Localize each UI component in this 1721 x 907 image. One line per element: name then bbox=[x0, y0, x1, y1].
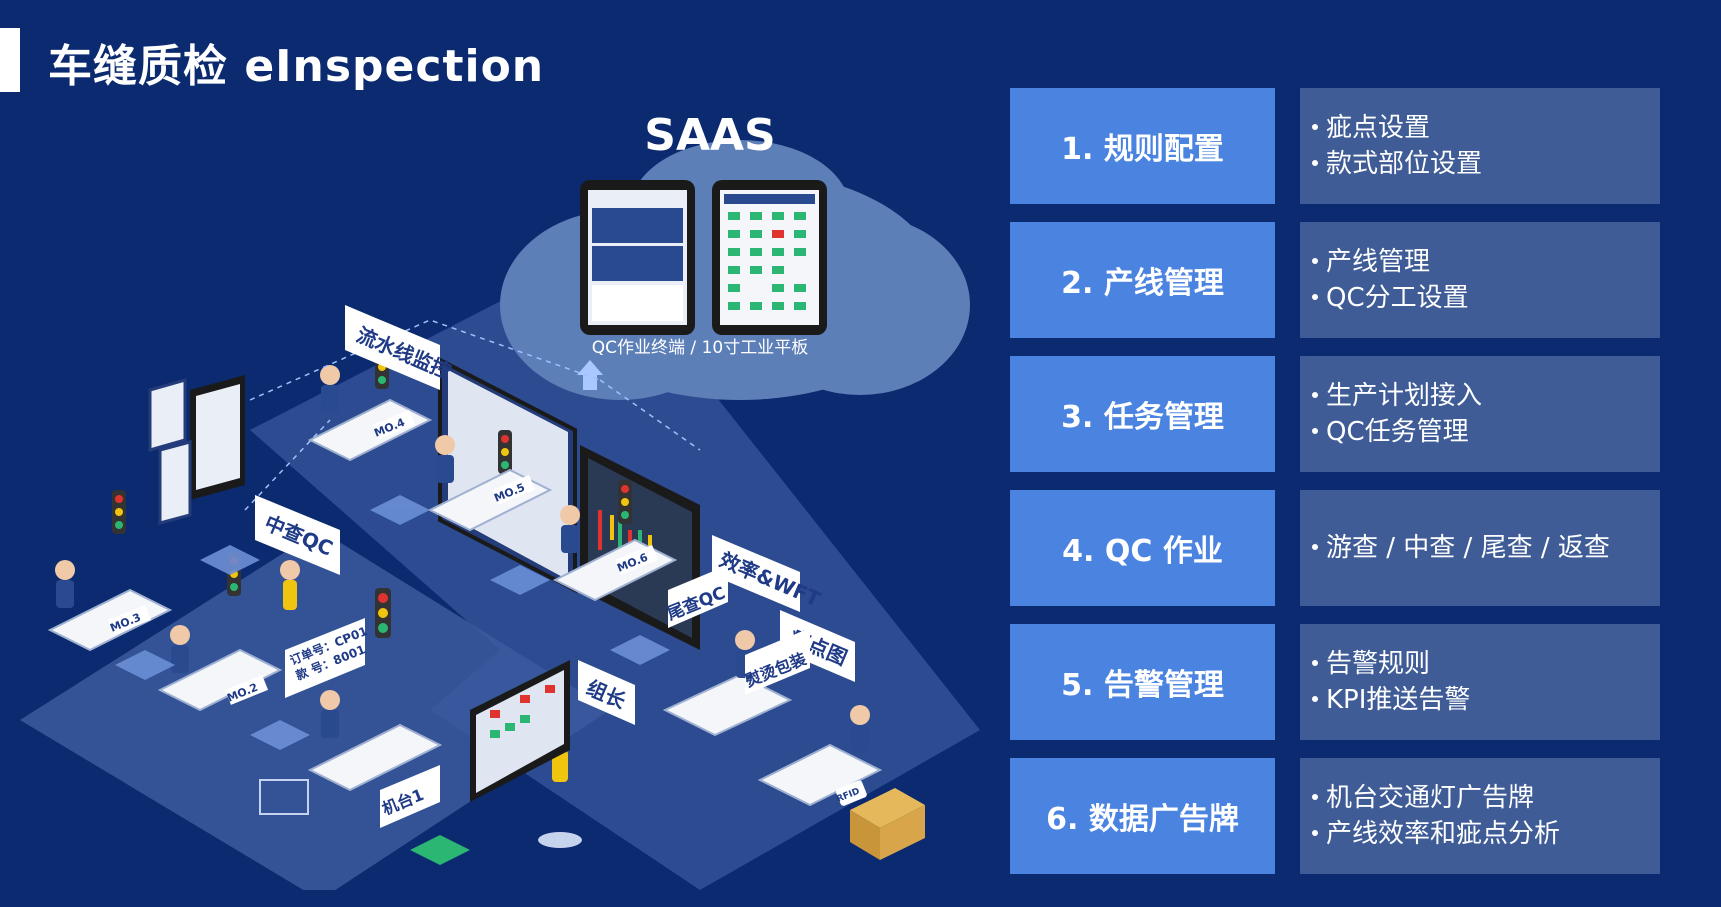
bullet-dot-icon bbox=[1312, 427, 1318, 434]
feature-bullet: 产线效率和疵点分析 bbox=[1312, 816, 1660, 852]
bullet-dot-icon bbox=[1312, 391, 1318, 398]
factory-illustration: SAAS QC作业终端 / 10寸工业平板 bbox=[20, 110, 980, 890]
feature-bullet: 产线管理 bbox=[1312, 244, 1660, 280]
bullet-dot-icon bbox=[1312, 257, 1318, 264]
inspector-figure bbox=[283, 580, 297, 610]
feature-bullet: 款式部位设置 bbox=[1312, 146, 1660, 182]
cloud-title: SAAS bbox=[644, 110, 775, 161]
feature-row: 6. 数据广告牌 机台交通灯广告牌 产线效率和疵点分析 bbox=[1010, 758, 1665, 874]
label-order-info: 订单号：CP01 款 号：8001 bbox=[285, 618, 369, 698]
feature-row: 1. 规则配置 疵点设置 款式部位设置 bbox=[1010, 88, 1665, 204]
feature-details: 生产计划接入 QC任务管理 bbox=[1300, 356, 1660, 472]
feature-row: 3. 任务管理 生产计划接入 QC任务管理 bbox=[1010, 356, 1665, 472]
tablet-icon-left bbox=[580, 180, 695, 335]
feature-title: 6. 数据广告牌 bbox=[1010, 758, 1275, 874]
bullet-dot-icon bbox=[1312, 159, 1318, 166]
feature-row: 5. 告警管理 告警规则 KPI推送告警 bbox=[1010, 624, 1665, 740]
upload-arrow-icon bbox=[577, 360, 603, 390]
bullet-dot-icon bbox=[1312, 659, 1318, 666]
tablet-icon-right bbox=[712, 180, 827, 335]
network-lines bbox=[244, 319, 701, 511]
feature-details: 告警规则 KPI推送告警 bbox=[1300, 624, 1660, 740]
rfid-tag: RFID bbox=[835, 780, 867, 806]
team-leader-spot bbox=[538, 832, 582, 848]
feature-bullet: KPI推送告警 bbox=[1312, 682, 1660, 718]
worker-icons bbox=[55, 365, 870, 750]
feature-bullet: 生产计划接入 bbox=[1312, 378, 1660, 414]
package-boxes bbox=[850, 788, 925, 860]
feature-details: 疵点设置 款式部位设置 bbox=[1300, 88, 1660, 204]
feature-row: 4. QC 作业 游查 / 中查 / 尾查 / 返查 bbox=[1010, 490, 1665, 606]
team-leader-figure bbox=[552, 750, 568, 782]
page-title: 车缝质检 eInspection bbox=[48, 41, 545, 92]
green-arrow-tile bbox=[410, 835, 470, 865]
feature-bullet: QC分工设置 bbox=[1312, 280, 1660, 316]
flow-arrow-tiles bbox=[115, 495, 670, 750]
fabric-basket bbox=[259, 779, 309, 815]
floor-platform-left bbox=[20, 530, 610, 890]
side-screens bbox=[148, 375, 245, 525]
feature-bullet: QC任务管理 bbox=[1312, 414, 1660, 450]
bullet-dot-icon bbox=[1312, 793, 1318, 800]
bullet-dot-icon bbox=[1312, 543, 1318, 550]
feature-title: 5. 告警管理 bbox=[1010, 624, 1275, 740]
feature-title: 2. 产线管理 bbox=[1010, 222, 1275, 338]
feature-title: 4. QC 作业 bbox=[1010, 490, 1275, 606]
feature-list: 1. 规则配置 疵点设置 款式部位设置 2. 产线管理 产线管理 QC分工设置 … bbox=[1010, 88, 1665, 892]
team-leader-board bbox=[470, 660, 570, 802]
bullet-dot-icon bbox=[1312, 123, 1318, 130]
feature-row: 2. 产线管理 产线管理 QC分工设置 bbox=[1010, 222, 1665, 338]
title-accent-bar bbox=[0, 28, 20, 92]
feature-title: 3. 任务管理 bbox=[1010, 356, 1275, 472]
feature-details: 机台交通灯广告牌 产线效率和疵点分析 bbox=[1300, 758, 1660, 874]
feature-bullet: 告警规则 bbox=[1312, 646, 1660, 682]
feature-details: 产线管理 QC分工设置 bbox=[1300, 222, 1660, 338]
feature-bullet: 疵点设置 bbox=[1312, 110, 1660, 146]
feature-bullet: 机台交通灯广告牌 bbox=[1312, 780, 1660, 816]
bullet-dot-icon bbox=[1312, 695, 1318, 702]
bullet-dot-icon bbox=[1312, 293, 1318, 300]
feature-details: 游查 / 中查 / 尾查 / 返查 bbox=[1300, 490, 1660, 606]
cloud-caption: QC作业终端 / 10寸工业平板 bbox=[592, 338, 808, 358]
feature-title: 1. 规则配置 bbox=[1010, 88, 1275, 204]
feature-bullet: 游查 / 中查 / 尾查 / 返查 bbox=[1312, 530, 1660, 566]
bullet-dot-icon bbox=[1312, 829, 1318, 836]
